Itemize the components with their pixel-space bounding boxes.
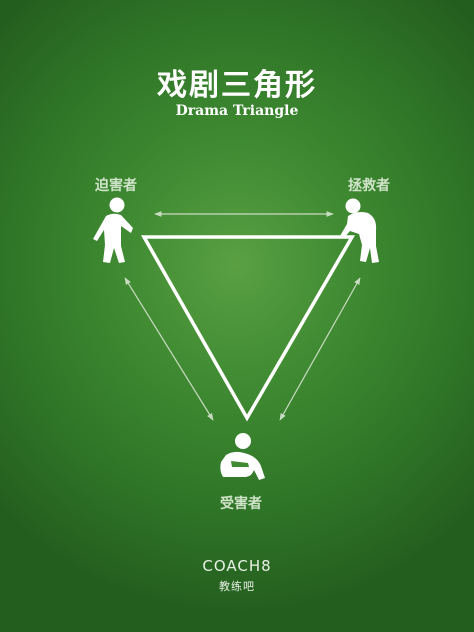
sitting-person-icon: [220, 433, 265, 480]
victim-label: 受害者: [220, 496, 262, 512]
bending-person-icon: [340, 198, 379, 263]
brand-subtitle: 教练吧: [219, 580, 255, 593]
page-title: 戏剧三角形: [157, 68, 317, 103]
rescuer-label: 拯救者: [348, 178, 390, 194]
persecutor-label: 迫害者: [95, 178, 137, 194]
brand-logo-text: COACH8: [202, 557, 272, 575]
page-subtitle: Drama Triangle: [175, 103, 299, 119]
arrow-rescuer-victim: [279, 277, 361, 421]
arrow-persecutor-victim: [124, 277, 214, 421]
pointing-person-icon: [93, 197, 133, 263]
triangle-outline: [140, 235, 356, 422]
